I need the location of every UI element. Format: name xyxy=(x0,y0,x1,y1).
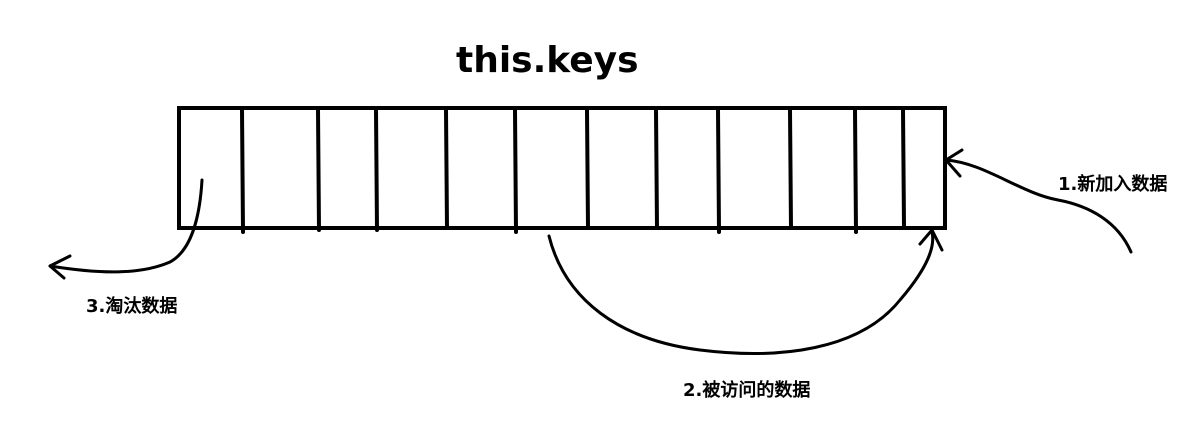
cell-divider xyxy=(374,108,379,232)
cell-divider xyxy=(240,108,245,234)
new-data-label: 1.新加入数据 xyxy=(1058,174,1168,195)
evicted-data-arrow-head xyxy=(48,254,72,280)
evicted-data-arrow-curve xyxy=(48,178,204,274)
cell-divider xyxy=(716,108,721,234)
cell-divider xyxy=(316,108,321,232)
cell-divider xyxy=(788,108,793,230)
cell-divider xyxy=(444,108,449,230)
cell-divider xyxy=(513,108,518,234)
new-data-arrow-curve xyxy=(944,158,1133,254)
cell-divider xyxy=(654,108,659,230)
cell-divider xyxy=(853,108,858,234)
diagram-title: this.keys xyxy=(456,40,639,81)
cell-divider xyxy=(585,108,590,230)
new-data-arrow-head xyxy=(944,148,964,178)
cell-divider xyxy=(901,108,906,228)
accessed-data-label: 2.被访问的数据 xyxy=(683,380,811,401)
evicted-data-label: 3.淘汰数据 xyxy=(86,296,178,317)
accessed-data-arrow-head xyxy=(918,228,944,252)
accessed-data-arrow-curve xyxy=(547,230,935,355)
evicted-data-arrow xyxy=(48,178,204,280)
accessed-data-arrow xyxy=(547,228,944,355)
keys-array-cells xyxy=(240,108,906,234)
keys-array-box xyxy=(177,106,947,230)
new-data-arrow xyxy=(944,148,1133,254)
